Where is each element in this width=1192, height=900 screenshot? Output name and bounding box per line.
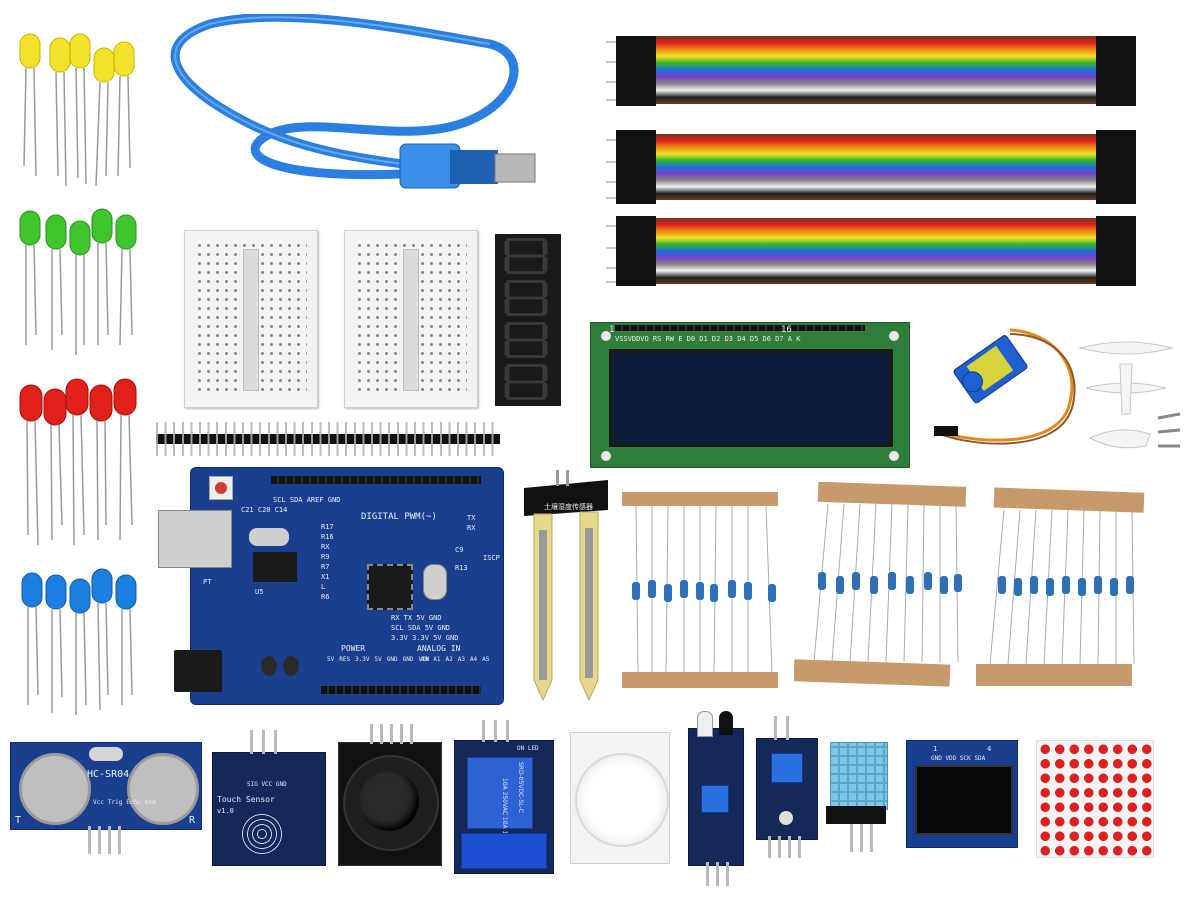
led-dot-matrix — [1036, 740, 1154, 858]
oled-display-module: 1 4 GND VDD SCK SDA — [906, 740, 1018, 848]
pir-motion-sensor — [570, 732, 670, 864]
usb-cable — [170, 14, 536, 189]
uno-supply: 3.3V 3.3V 5V GND — [391, 634, 459, 642]
hcsr04-r: R — [189, 815, 196, 826]
dht11-sensor — [830, 742, 888, 810]
usb-b-connector — [158, 510, 232, 568]
led-icon — [19, 33, 135, 83]
uno-i2c: SCL SDA 5V GND — [391, 624, 451, 632]
servo-motor — [934, 328, 1076, 445]
touch-label: Touch Sensor — [217, 795, 275, 804]
lcd-pin-first: 1 — [609, 325, 615, 335]
uno-serial: RX TX 5V GND — [391, 614, 442, 622]
mcu-chip — [367, 564, 413, 610]
oled-pin-last: 4 — [987, 745, 992, 753]
dht11-base — [826, 806, 886, 824]
uno-analog-label: ANALOG IN — [417, 644, 461, 653]
led-group-green — [19, 208, 137, 355]
breadboard-right — [344, 230, 478, 408]
uno-icsp: ISCP — [483, 554, 500, 562]
uno-misc-r13: R13 — [455, 564, 468, 572]
jumper-wire-bundles — [606, 36, 1136, 286]
touch-sensor-module: SIG VCC GND Touch Sensor v1.0 — [212, 752, 326, 866]
resistor-icon — [998, 576, 1134, 596]
led-icon — [19, 208, 137, 256]
resistor-icon — [632, 580, 776, 602]
uno-misc-c9: C9 — [455, 546, 464, 554]
uno-misc-pt: PT — [203, 578, 212, 586]
male-pin-header — [156, 422, 500, 456]
ir-obstacle-sensor — [688, 711, 744, 866]
dc-jack — [174, 650, 222, 692]
led-group-yellow — [19, 33, 135, 187]
uno-misc-tx: TX — [467, 514, 476, 522]
resistor-strip-3 — [976, 487, 1145, 686]
usb-plug-icon — [399, 143, 536, 189]
led-icon — [19, 378, 137, 426]
servo-icon — [953, 335, 1028, 404]
led-icon — [21, 568, 137, 614]
hcsr04-t: T — [15, 815, 22, 826]
uno-caps: C21 C20 C14 — [241, 506, 288, 514]
uno-digital-label: DIGITAL PWM(~) — [361, 512, 437, 522]
soil-moisture-sensor — [524, 470, 608, 702]
touch-pins: SIG VCC GND — [247, 781, 287, 788]
relay-model: SRD-05VDC-SL-C — [517, 762, 524, 813]
lcd-1602-module: 1 16 VSSVDDVO RS RW E D0 D1 D2 D3 D4 D5 … — [590, 322, 910, 468]
breadboard-left — [184, 230, 318, 408]
led-group-red — [19, 378, 137, 546]
uno-misc-rx: RX — [467, 524, 476, 532]
hcsr04-model: HC-SR04 — [87, 769, 130, 780]
lcd-screen — [609, 349, 893, 447]
oled-pin-labels: GND VDD SCK SDA — [931, 755, 986, 762]
lcd-pin-labels: VSSVDDVO RS RW E D0 D1 D2 D3 D4 D5 D6 D7… — [615, 335, 801, 343]
resistor-strip-1 — [622, 492, 778, 688]
lcd-pin-last: 16 — [781, 325, 792, 335]
servo-horns — [1078, 341, 1181, 449]
seven-segment-display — [495, 234, 561, 406]
reset-button — [209, 476, 233, 500]
soil-sensor-label: 土壤湿度传感器 — [544, 503, 593, 511]
led-group-blue — [21, 568, 137, 715]
potentiometer-sensor — [756, 738, 818, 840]
oled-pin-first: 1 — [933, 745, 938, 753]
resistor-icon — [818, 572, 962, 594]
uno-power-label: POWER — [341, 644, 366, 653]
uno-top-pins: SCL SDA AREF GND — [273, 496, 341, 504]
relay-led-label: ON LED — [517, 745, 539, 752]
relay-module: ON LED 10A 250VAC 10A 125VAC SRD-05VDC-S… — [454, 740, 554, 874]
uno-board: SCL SDA AREF GND C21 C20 C14 DIGITAL PWM… — [190, 467, 504, 705]
uno-misc-u5: U5 — [255, 588, 264, 596]
touch-version: v1.0 — [217, 807, 234, 815]
resistor-strip-2 — [794, 482, 967, 687]
crystal — [423, 564, 447, 600]
relay-block: 10A 250VAC 10A 125VAC SRD-05VDC-SL-C — [467, 757, 533, 854]
joystick-module — [338, 742, 442, 866]
